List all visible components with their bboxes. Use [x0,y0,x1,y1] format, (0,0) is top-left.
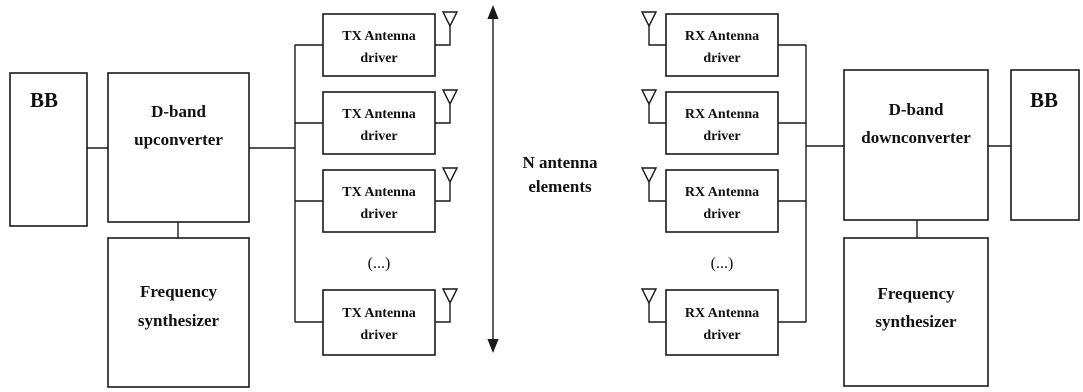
rx-antenna-driver [665,13,779,77]
tx-antenna-icon [441,288,459,305]
rx-driver-label-line1: RX Antenna [685,29,759,44]
rx-downconverter-label-line1: D-band [889,100,944,119]
rx-antenna-driver [665,169,779,233]
tx-antenna-driver [322,169,436,233]
rx-driver-label-line2: driver [703,129,740,144]
tx-antenna-icon [441,167,459,184]
rx-antenna-driver [665,289,779,356]
tx-driver-row: TX Antenna driver [295,89,459,155]
tx-driver-label-line2: driver [360,51,397,66]
rx-baseband-block: BB [1010,69,1080,221]
rx-synthesizer-label-line2: synthesizer [875,312,957,331]
antenna-count-label-line2: elements [528,177,592,196]
rx-driver-label-line2: driver [703,328,740,343]
tx-driver-label-line1: TX Antenna [342,185,416,200]
tx-driver-label-line1: TX Antenna [342,306,416,321]
rx-driver-label-line1: RX Antenna [685,107,759,122]
rx-baseband-label: BB [1030,88,1058,112]
rx-driver-label-line1: RX Antenna [685,306,759,321]
rx-driver-label-line2: driver [703,207,740,222]
rx-driver-row: RX Antenna driver [640,288,806,356]
rx-downconverter-label-line2: downconverter [861,128,971,147]
tx-antenna-icon [441,11,459,28]
rx-downconverter-block: D-band downconverter [843,69,989,221]
rx-driver-label-line1: RX Antenna [685,185,759,200]
tx-driver-row: TX Antenna driver [295,288,459,356]
tx-baseband-block: BB [9,72,88,227]
antenna-count-label-line1: N antenna [522,153,598,172]
tx-driver-label-line2: driver [360,328,397,343]
tx-upconverter-label-line1: D-band [151,102,206,121]
rx-antenna-icon [640,288,658,305]
tx-driver-row: TX Antenna driver [295,167,459,233]
rx-synthesizer-label-line1: Frequency [877,284,955,303]
tx-driver-label-line2: driver [360,207,397,222]
rx-antenna-icon [640,167,658,184]
tx-baseband-label: BB [30,88,58,112]
tx-synthesizer-label-line1: Frequency [140,282,218,301]
tx-antenna-driver [322,13,436,77]
tx-synthesizer-block: Frequency synthesizer [107,237,250,388]
rx-driver-ellipsis: (...) [711,255,734,272]
rx-antenna-icon [640,89,658,106]
tx-driver-label-line1: TX Antenna [342,29,416,44]
tx-antenna-icon [441,89,459,106]
rx-synthesizer-block: Frequency synthesizer [843,237,989,387]
tx-synthesizer-label-line2: synthesizer [138,311,220,330]
tx-driver-label-line1: TX Antenna [342,107,416,122]
tx-antenna-driver [322,91,436,155]
tx-driver-row: TX Antenna driver [295,11,459,77]
rx-driver-row: RX Antenna driver [640,11,806,77]
tx-upconverter-label-line2: upconverter [134,130,223,149]
rx-antenna-icon [640,11,658,28]
tx-driver-label-line2: driver [360,129,397,144]
rx-driver-row: RX Antenna driver [640,167,806,233]
tx-upconverter-block: D-band upconverter [107,72,250,223]
tx-antenna-driver [322,289,436,356]
rx-driver-row: RX Antenna driver [640,89,806,155]
tx-driver-ellipsis: (...) [368,255,391,272]
rx-driver-label-line2: driver [703,51,740,66]
rx-antenna-driver [665,91,779,155]
